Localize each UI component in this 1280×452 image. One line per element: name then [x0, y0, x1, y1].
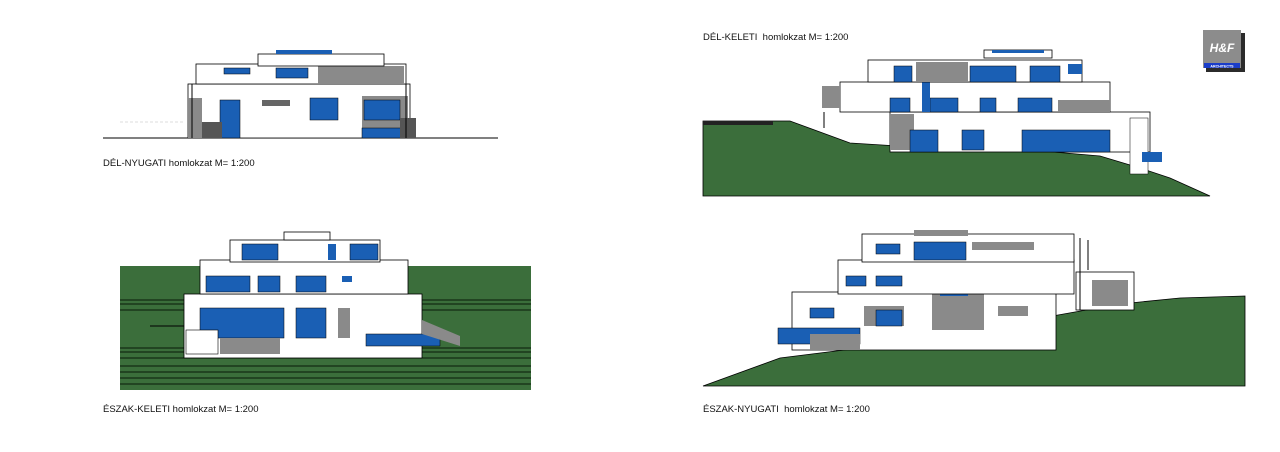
logo-mark: H&F [1210, 41, 1235, 55]
caption-se: DÉL-KELETI homlokzat M= 1:200 [703, 32, 849, 43]
caption-nw: ÉSZAK-NYUGATI homlokzat M= 1:200 [703, 404, 870, 415]
elevation-south-west [100, 48, 500, 143]
elevation-north-east [120, 230, 534, 392]
elevation-south-east [700, 48, 1220, 198]
caption-sw: DÉL-NYUGATI homlokzat M= 1:200 [103, 158, 255, 169]
elevation-north-west [700, 230, 1248, 390]
caption-ne: ÉSZAK-KELETI homlokzat M= 1:200 [103, 404, 259, 415]
architects-logo: H&F ARCHITECTS [1203, 30, 1245, 72]
logo-subtitle: ARCHITECTS [1210, 64, 1234, 68]
